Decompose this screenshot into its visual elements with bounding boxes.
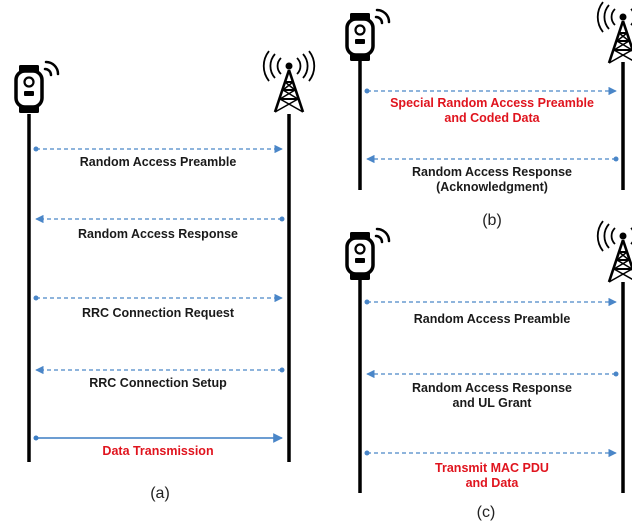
arrow-c-1 bbox=[364, 297, 617, 307]
panel-c bbox=[345, 219, 632, 493]
arrow-a-3 bbox=[33, 293, 283, 303]
message-label-a-2: Random Access Response bbox=[77, 227, 238, 241]
message-label-b-1: Special Random Access Preamble and Coded… bbox=[370, 96, 614, 126]
message-label-c-2: Random Access Response and UL Grant bbox=[370, 381, 614, 411]
message-label-b-2-line1: Random Access Response bbox=[411, 165, 572, 179]
panel-a bbox=[14, 49, 316, 462]
arrow-a-4 bbox=[35, 365, 285, 375]
arrow-a-5 bbox=[33, 433, 283, 443]
message-label-a-3: RRC Connection Request bbox=[81, 306, 235, 320]
cell-tower-icon-c bbox=[596, 219, 632, 284]
cell-tower-icon-a bbox=[262, 49, 316, 114]
cell-tower-icon-b bbox=[596, 0, 632, 65]
caption-a: (a) bbox=[150, 485, 170, 502]
arrow-a-1 bbox=[33, 144, 283, 154]
caption-b: (b) bbox=[482, 212, 502, 229]
message-label-c-2-line1: Random Access Response bbox=[411, 381, 572, 395]
message-label-c-1: Random Access Preamble bbox=[370, 312, 614, 327]
caption-c: (c) bbox=[476, 504, 496, 521]
panel-b bbox=[345, 0, 632, 190]
message-label-c-1-line1: Random Access Preamble bbox=[413, 312, 571, 326]
message-label-a-1: Random Access Preamble bbox=[79, 155, 237, 169]
message-label-b-1-line1: Special Random Access Preamble bbox=[390, 96, 594, 110]
arrow-b-1 bbox=[364, 86, 617, 96]
message-label-c-3: Transmit MAC PDU and Data bbox=[370, 461, 614, 491]
arrow-b-2 bbox=[366, 154, 619, 164]
message-label-c-2-line2: and UL Grant bbox=[452, 396, 532, 410]
message-label-a-4: RRC Connection Setup bbox=[89, 376, 227, 390]
message-label-c-3-line1: Transmit MAC PDU bbox=[435, 461, 549, 475]
message-label-c-3-line2: and Data bbox=[465, 476, 519, 490]
arrow-a-2 bbox=[35, 214, 285, 224]
message-label-b-2: Random Access Response (Acknowledgment) bbox=[370, 165, 614, 195]
message-label-b-2-line2: (Acknowledgment) bbox=[436, 180, 548, 194]
device-icon-b bbox=[345, 8, 391, 63]
arrow-c-2 bbox=[366, 369, 619, 379]
message-label-b-1-line2: and Coded Data bbox=[444, 111, 540, 125]
message-label-a-5: Data Transmission bbox=[102, 444, 214, 458]
arrow-c-3 bbox=[364, 448, 617, 458]
device-icon-a bbox=[14, 60, 60, 115]
device-icon-c bbox=[345, 227, 391, 282]
